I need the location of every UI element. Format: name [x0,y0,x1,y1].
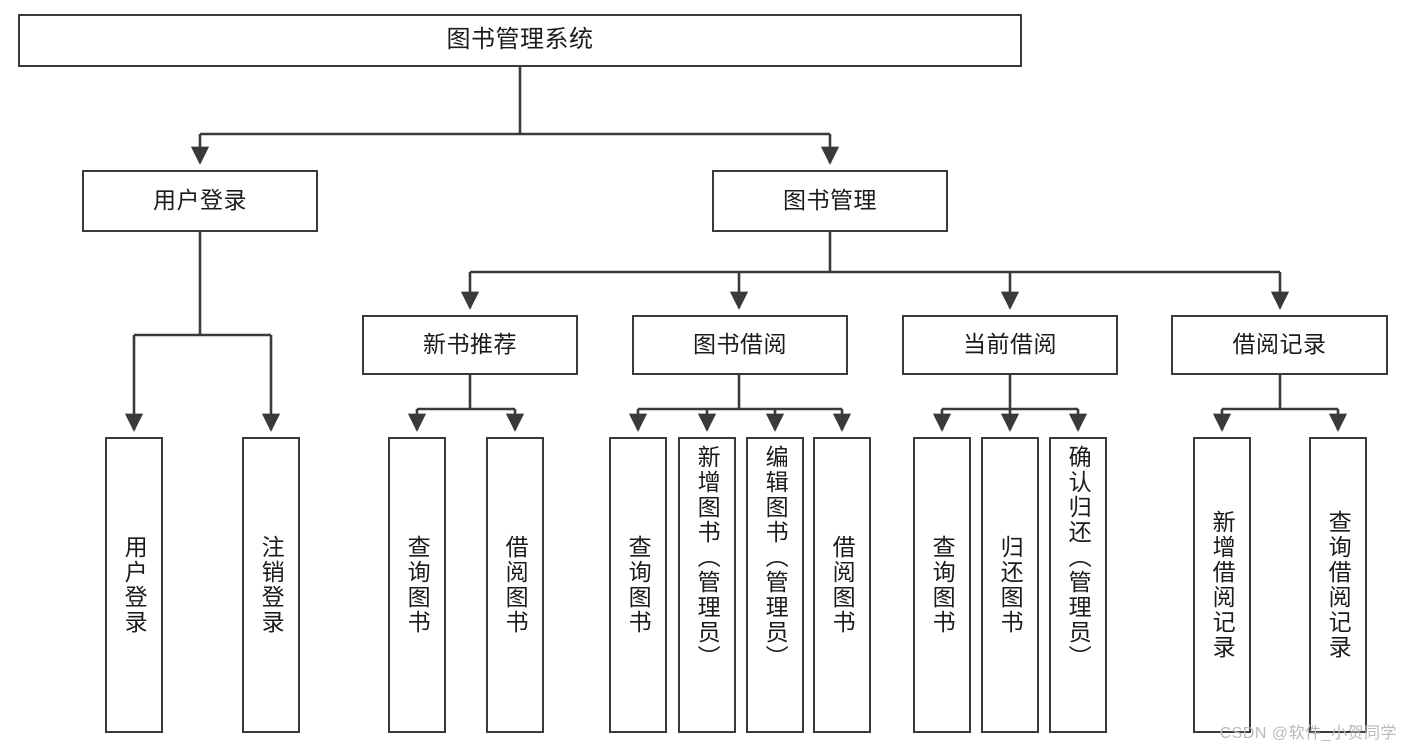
node-book-manage[interactable]: 图书管理 [712,170,948,232]
node-label: 编辑图书（管理员） [762,445,789,670]
node-user-login[interactable]: 用户登录 [82,170,318,232]
node-label: 查询图书 [929,535,956,635]
node-label: 新书推荐 [423,331,517,358]
leaf-add-borrow-record[interactable]: 新增借阅记录 [1193,437,1251,733]
node-label: 用户登录 [121,535,148,635]
leaf-return-book[interactable]: 归还图书 [981,437,1039,733]
node-label: 查询借阅记录 [1325,510,1352,660]
node-current-borrow[interactable]: 当前借阅 [902,315,1118,375]
node-root-book-management-system[interactable]: 图书管理系统 [18,14,1022,67]
leaf-borrow-book-1[interactable]: 借阅图书 [486,437,544,733]
leaf-borrow-book-2[interactable]: 借阅图书 [813,437,871,733]
node-label: 借阅图书 [502,535,529,635]
node-label: 借阅图书 [829,535,856,635]
node-label: 当前借阅 [963,331,1057,358]
node-book-borrow[interactable]: 图书借阅 [632,315,848,375]
node-label: 新增图书（管理员） [694,445,721,670]
leaf-confirm-return[interactable]: 确认归还（管理员） [1049,437,1107,733]
node-label: 图书管理系统 [446,26,594,54]
node-label: 确认归还（管理员） [1065,445,1092,670]
node-label: 借阅记录 [1232,331,1327,358]
leaf-query-book-2[interactable]: 查询图书 [609,437,667,733]
node-label: 归还图书 [997,535,1024,635]
node-borrow-record[interactable]: 借阅记录 [1171,315,1388,375]
leaf-add-book[interactable]: 新增图书（管理员） [678,437,736,733]
node-label: 查询图书 [625,535,652,635]
leaf-query-book-1[interactable]: 查询图书 [388,437,446,733]
node-new-book-recommend[interactable]: 新书推荐 [362,315,578,375]
leaf-query-book-3[interactable]: 查询图书 [913,437,971,733]
leaf-query-borrow-record[interactable]: 查询借阅记录 [1309,437,1367,733]
leaf-user-login[interactable]: 用户登录 [105,437,163,733]
csdn-watermark: CSDN @软件_小贺同学 [1219,725,1397,742]
node-label: 图书管理 [783,187,877,214]
leaf-user-logout[interactable]: 注销登录 [242,437,300,733]
node-label: 注销登录 [258,535,285,635]
leaf-edit-book[interactable]: 编辑图书（管理员） [746,437,804,733]
node-label: 查询图书 [404,535,431,635]
node-label: 用户登录 [153,187,247,214]
node-label: 新增借阅记录 [1209,510,1236,660]
node-label: 图书借阅 [693,331,787,358]
